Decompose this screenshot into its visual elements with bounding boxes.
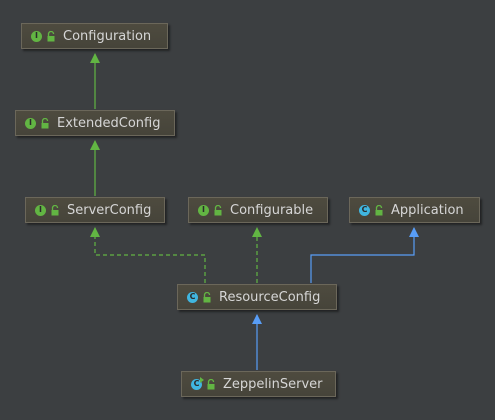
edge-resourceconfig-to-serverconfig bbox=[90, 227, 206, 283]
lock-icon bbox=[47, 30, 55, 41]
node-application[interactable]: C Application bbox=[349, 197, 480, 223]
interface-icon: I bbox=[31, 30, 42, 42]
interface-icon: I bbox=[35, 204, 46, 216]
lock-icon bbox=[41, 117, 49, 128]
node-label: ResourceConfig bbox=[219, 289, 321, 305]
node-extended-config[interactable]: I ExtendedConfig bbox=[15, 110, 175, 136]
lock-icon bbox=[51, 204, 59, 215]
node-label: ServerConfig bbox=[67, 202, 152, 218]
edge-resourceconfig-to-application bbox=[310, 227, 419, 283]
node-configurable[interactable]: I Configurable bbox=[188, 197, 328, 223]
interface-icon: I bbox=[198, 204, 209, 216]
runnable-class-icon: C bbox=[191, 376, 204, 390]
node-label: Application bbox=[391, 202, 464, 218]
lock-icon bbox=[375, 204, 383, 215]
node-label: Configuration bbox=[63, 28, 152, 44]
lock-icon bbox=[214, 204, 222, 215]
class-icon: C bbox=[359, 204, 370, 216]
node-label: ZeppelinServer bbox=[223, 376, 323, 392]
node-zeppelin-server[interactable]: C ZeppelinServer bbox=[181, 371, 336, 397]
node-resource-config[interactable]: C ResourceConfig bbox=[177, 284, 337, 310]
class-icon: C bbox=[187, 291, 198, 303]
interface-icon: I bbox=[25, 117, 36, 129]
lock-icon bbox=[207, 378, 215, 389]
node-label: Configurable bbox=[230, 202, 314, 218]
node-configuration[interactable]: I Configuration bbox=[21, 23, 168, 49]
lock-icon bbox=[203, 291, 211, 302]
node-label: ExtendedConfig bbox=[57, 115, 161, 131]
node-server-config[interactable]: I ServerConfig bbox=[25, 197, 165, 223]
